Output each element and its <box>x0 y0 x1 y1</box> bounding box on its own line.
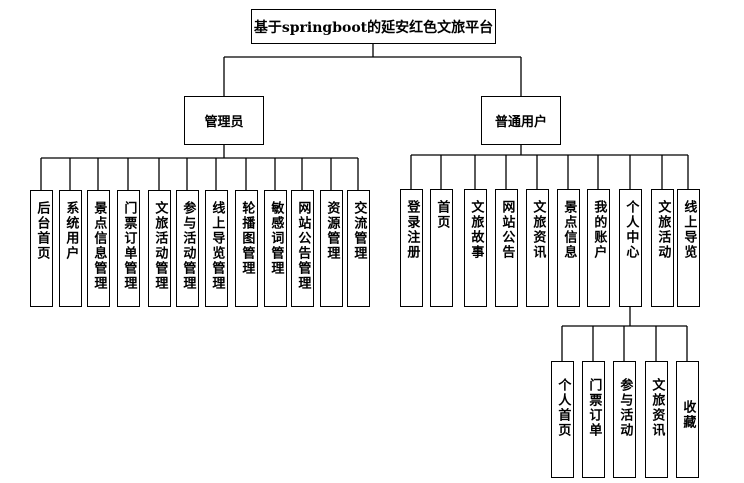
personal-center-item: 个人首页 <box>551 361 574 478</box>
personal-center-node: 个人中心 <box>619 189 642 307</box>
user-item: 文旅故事 <box>464 189 487 307</box>
user-item: 线上导览 <box>677 189 700 307</box>
user-item: 文旅资讯 <box>526 189 549 307</box>
admin-item: 后台首页 <box>30 190 53 307</box>
user-item: 首页 <box>430 189 453 307</box>
admin-item: 线上导览管理 <box>205 190 228 307</box>
user-item: 景点信息 <box>557 189 580 307</box>
admin-item: 敏感词管理 <box>264 190 287 307</box>
user-item: 网站公告 <box>495 189 518 307</box>
personal-center-item: 收藏 <box>676 361 699 478</box>
user-item: 登录注册 <box>400 189 423 307</box>
user-item: 我的账户 <box>587 189 610 307</box>
admin-item: 门票订单管理 <box>117 190 140 307</box>
user-node: 普通用户 <box>481 96 561 145</box>
admin-item: 资源管理 <box>320 190 343 307</box>
admin-item: 网站公告管理 <box>291 190 314 307</box>
admin-item: 轮播图管理 <box>235 190 258 307</box>
personal-center-item: 门票订单 <box>582 361 605 478</box>
admin-item: 景点信息管理 <box>87 190 110 307</box>
root-node: 基于springboot的延安红色文旅平台 <box>251 9 496 44</box>
personal-center-item: 文旅资讯 <box>645 361 668 478</box>
user-item: 文旅活动 <box>651 189 674 307</box>
admin-node: 管理员 <box>184 96 264 145</box>
admin-item: 交流管理 <box>347 190 370 307</box>
admin-item: 参与活动管理 <box>176 190 199 307</box>
personal-center-item: 参与活动 <box>613 361 636 478</box>
admin-item: 文旅活动管理 <box>148 190 171 307</box>
admin-item: 系统用户 <box>59 190 82 307</box>
